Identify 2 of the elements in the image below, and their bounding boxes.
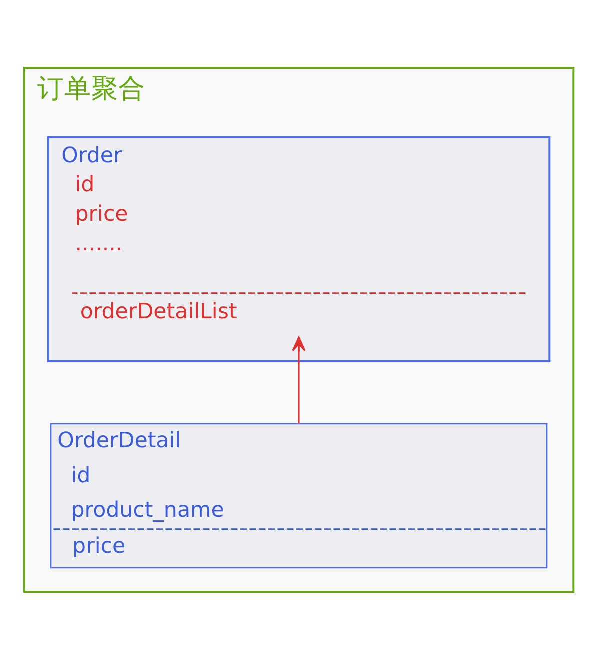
node-text: orderDetailList — [80, 299, 238, 324]
arrow — [292, 336, 306, 424]
